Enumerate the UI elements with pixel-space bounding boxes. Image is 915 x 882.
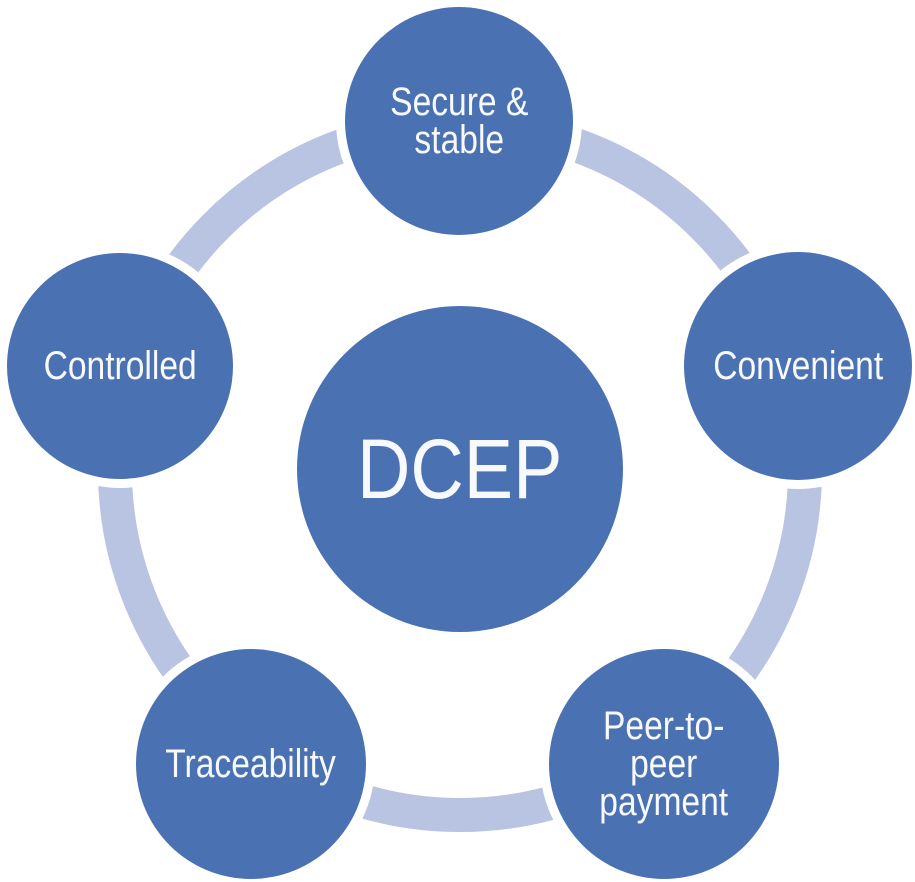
node-circle-traceability bbox=[136, 649, 366, 879]
node-circle-secure-stable bbox=[345, 7, 573, 235]
center-circle bbox=[297, 306, 623, 632]
node-circle-controlled bbox=[7, 253, 233, 479]
node-circle-peer-to-peer bbox=[549, 649, 779, 879]
node-circle-convenient bbox=[684, 252, 912, 480]
